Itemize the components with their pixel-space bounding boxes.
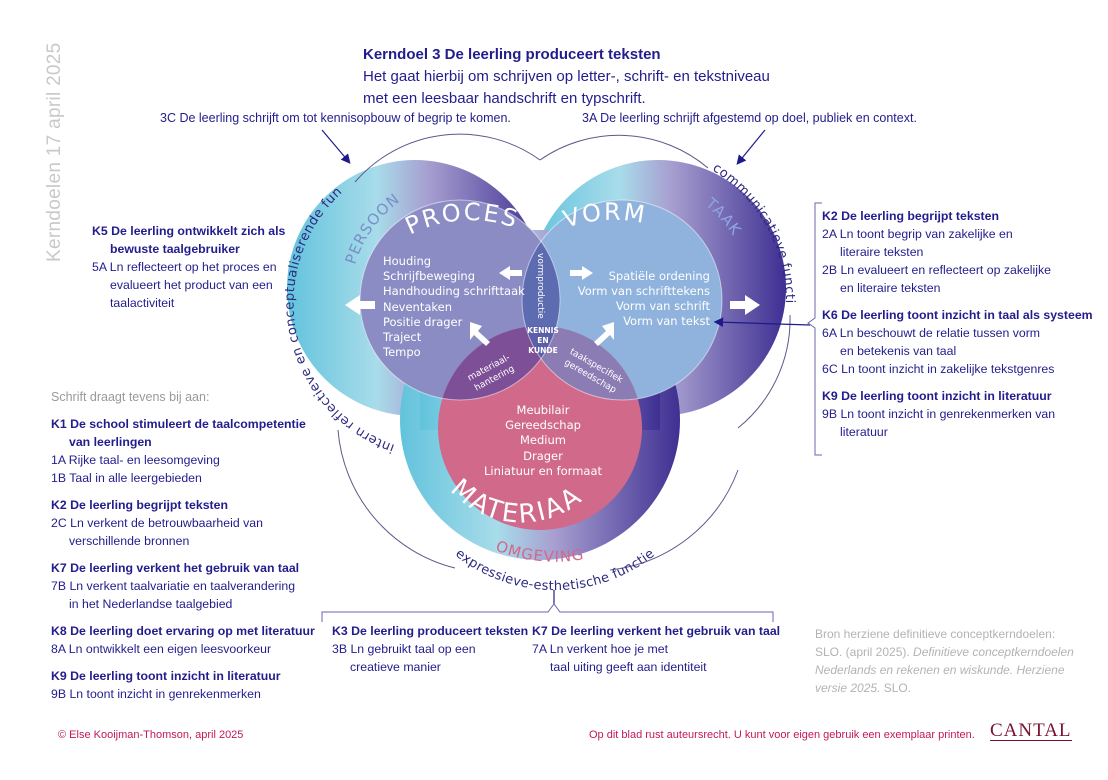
cantal-logo: CANTAL [990,720,1072,741]
white-arrows [345,266,760,346]
vorm-item: Spatiële ordening [609,269,710,283]
panel-bottom-k3: K3 De leerling produceert teksten 3B Ln … [332,624,529,674]
subtitle-line-1: Het gaat hierbij om schrijven op letter-… [363,68,770,85]
arrow-right-small-icon [570,266,593,280]
materiaal-items: Meubilair Gereedschap Medium Drager Lini… [484,403,603,478]
right-bracket [807,202,822,456]
bottom-bracket [321,603,774,622]
arrow-up-left-icon [470,322,490,346]
proces-item: Positie drager [383,315,463,329]
arrow-left-icon [345,295,375,315]
pointer-3a [736,129,766,165]
materiaal-item: Gereedschap [505,418,581,432]
proces-item: Traject [382,330,422,344]
vorm-item: Vorm van schrift [616,299,711,313]
proces-items: Houding Schrijfbeweging Handhouding schr… [382,254,525,359]
materiaal-item: Medium [520,433,566,447]
page-title: Kerndoel 3 De leerling produceert tekste… [363,46,661,63]
vorm-item: Vorm van tekst [623,314,710,328]
proces-item: Houding [383,254,431,268]
copyright: © Else Kooijman-Thomson, april 2025 [58,729,244,741]
proces-item: Tempo [382,345,421,359]
arrow-up-right-icon [594,322,614,346]
svg-text:KUNDE: KUNDE [528,346,557,355]
arrow-left-small-icon [499,266,522,280]
subtitle-line-2: met een leesbaar handschrift en typschri… [363,90,646,107]
pointer-arrows [321,129,811,604]
function-outline [337,133,791,571]
source-citation: Bron herziene definitieve conceptkerndoe… [815,627,1074,695]
brackets [321,202,822,622]
materiaal-item: Drager [523,449,563,463]
vorm-items: Spatiële ordening Vorm van schrifttekens… [578,269,711,328]
arrow-right-icon [730,295,760,315]
label-kennis-en-kunde: KENNIS EN KUNDE [527,326,559,355]
panel-right-goals: K2 De leerling begrijpt teksten 2A Ln to… [822,209,1093,439]
proces-item: Neventaken [383,300,452,314]
materiaal-item: Meubilair [517,403,570,417]
overlap-materiaalhantering [438,326,560,400]
proces-item: Schrijfbeweging [383,269,475,283]
goal-note-3c: 3C De leerling schrijft om tot kennisopb… [160,111,511,125]
pointer-3c [321,129,351,164]
pointer-k6 [713,317,811,328]
copyright-notice: Op dit blad rust auteursrecht. U kunt vo… [589,729,975,741]
goal-note-3a: 3A De leerling schrijft afgestemd op doe… [582,111,917,125]
vorm-item: Vorm van schrifttekens [578,284,710,298]
svg-text:EN: EN [537,336,548,345]
materiaal-item: Liniatuur en formaat [484,464,603,478]
label-vormproductie: vormproductie [535,253,545,319]
panel-k5: K5 De leerling ontwikkelt zich als bewus… [92,224,286,310]
proces-item: Handhouding schrifttaak [383,284,525,298]
overlap-taakspecifiek [522,326,642,400]
panel-bottom-k7: K7 De leerling verkent het gebruik van t… [532,624,781,674]
svg-text:KENNIS: KENNIS [527,326,559,335]
panel-left-bottom: Schrift draagt tevens bij aan: K1 De sch… [51,390,315,701]
